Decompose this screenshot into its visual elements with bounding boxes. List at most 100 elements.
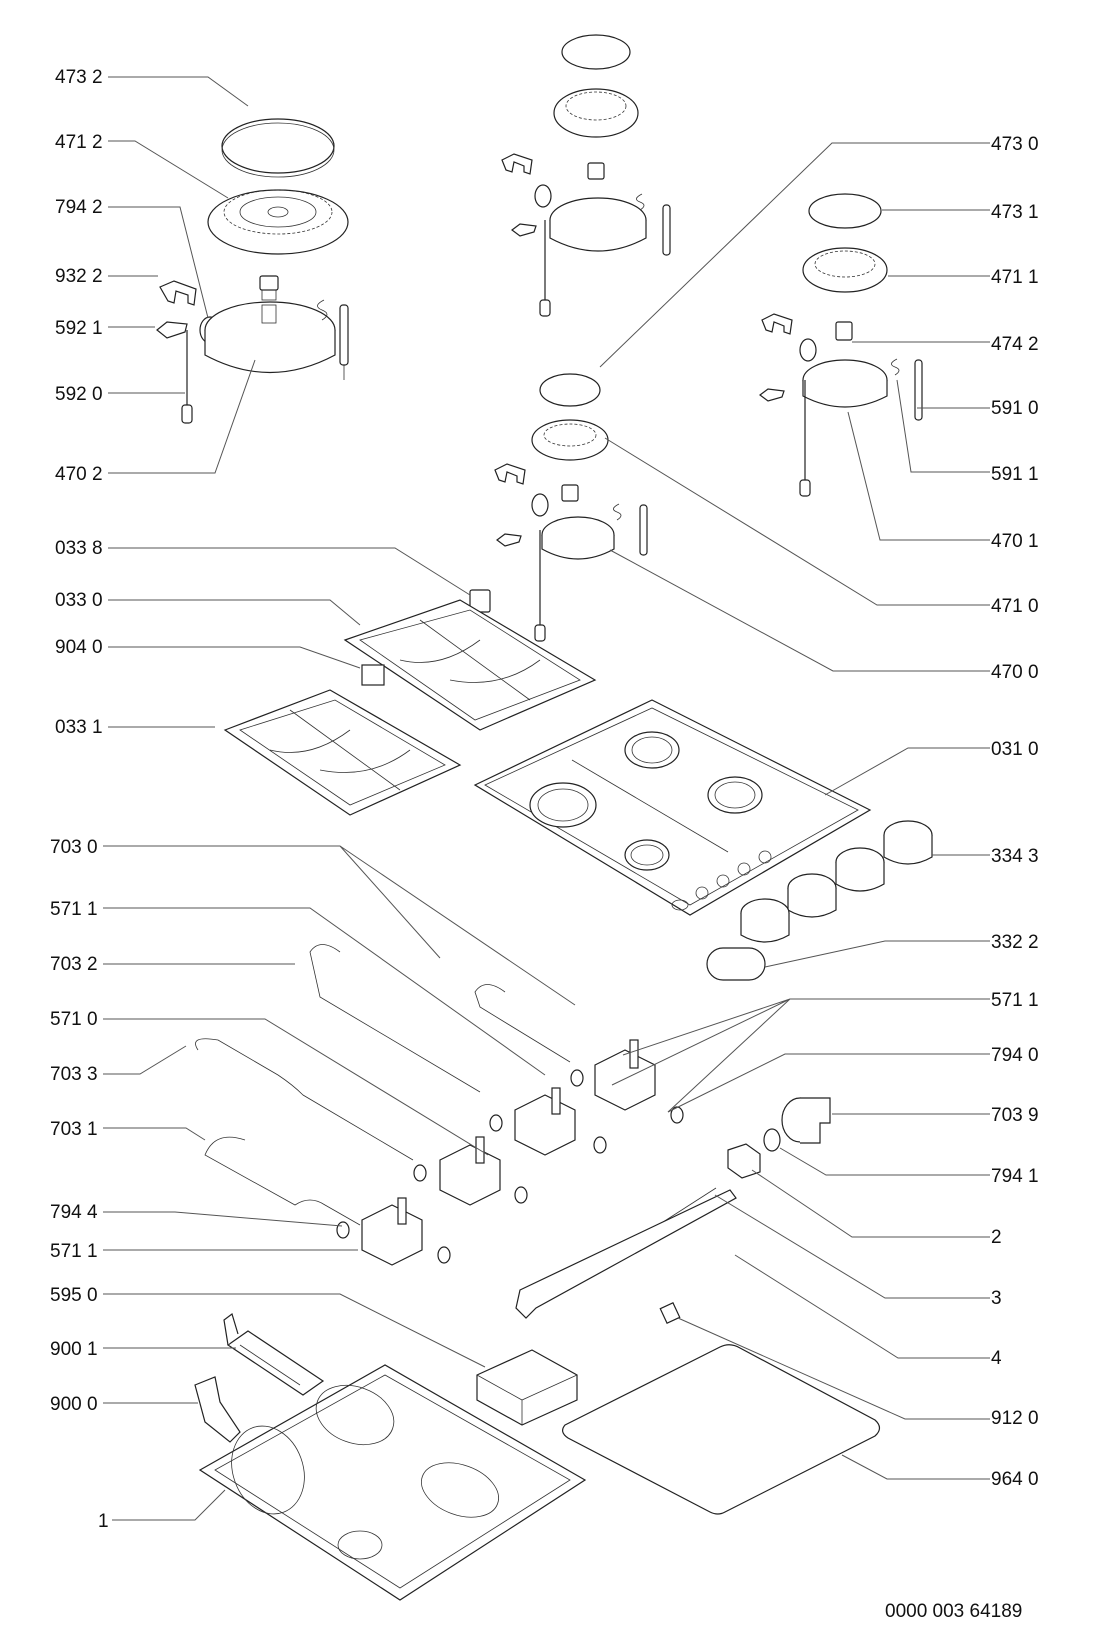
callout-703-1: 703 1 [50,1119,98,1140]
callout-794-0: 794 0 [991,1045,1039,1066]
callout-904-0: 904 0 [55,637,103,658]
callout-031-0: 031 0 [991,739,1039,760]
gas-valve [336,1197,451,1266]
callout-2: 2 [991,1227,1002,1248]
leader-line-2 [751,1169,990,1238]
leader-line-473-0 [599,142,990,368]
gas-pipe-703-2 [309,944,481,1093]
leader-line-4 [734,1254,990,1359]
rubber-pad-904-0 [361,664,385,686]
callout-470-2: 470 2 [55,464,103,485]
callout-571-1-c: 571 1 [991,990,1039,1011]
gas-pipe-703-3 [195,1038,414,1161]
bracket-900-0 [194,1376,241,1443]
callout-473-0: 473 0 [991,134,1039,155]
control-knobs-334-3 [740,820,933,943]
hob-top-031-0 [473,699,872,916]
callout-703-9: 703 9 [991,1105,1039,1126]
gas-pipe-703-0 [474,984,571,1063]
callout-474-2: 474 2 [991,334,1039,355]
burner-assembly-2 [156,118,349,424]
callout-334-3: 334 3 [991,846,1039,867]
callout-794-4: 794 4 [50,1202,98,1223]
leader-line-473-2 [108,76,249,107]
callout-3: 3 [991,1288,1002,1309]
ignition-module-595-0 [476,1349,578,1426]
burner-crown-471-2 [207,189,349,255]
callout-591-0: 591 0 [991,398,1039,419]
callout-703-2: 703 2 [50,954,98,975]
leader-line-964-0 [841,1454,990,1480]
screw-912-0 [659,1301,681,1325]
callout-900-0: 900 0 [50,1394,98,1415]
leader-line-912-0 [677,1317,990,1420]
bracket-900-1 [223,1313,325,1396]
callout-332-2: 332 2 [991,932,1039,953]
callout-592-0: 592 0 [55,384,103,405]
callout-473-2: 473 2 [55,67,103,88]
callout-1: 1 [98,1511,109,1532]
callout-794-1: 794 1 [991,1166,1039,1187]
gas-valve [413,1136,528,1206]
gas-valve [489,1087,607,1156]
burner-assembly-top-center [501,34,671,317]
callout-703-0: 703 0 [50,837,98,858]
callout-473-1: 473 1 [991,202,1039,223]
callout-471-0: 471 0 [991,596,1039,617]
leader-lines [103,76,990,1521]
callout-912-0: 912 0 [991,1408,1039,1429]
gas-pipe-703-1 [204,1136,361,1226]
right-callouts: 473 0 473 1 471 1 474 2 591 0 591 1 470 … [991,134,1039,1490]
leader-line-794-0 [667,1053,990,1113]
clip-932-2 [159,280,197,306]
leader-line-471-2 [108,140,229,199]
leader-line-904-0 [108,646,361,669]
manifold-bar-4 [515,1189,737,1319]
callout-591-1: 591 1 [991,464,1039,485]
leader-line-794-1 [779,1147,990,1176]
pan-support-033-1 [223,689,462,816]
bottom-tray-1 [198,1364,587,1601]
callout-470-0: 470 0 [991,662,1039,683]
leader-line-033-8 [108,547,471,596]
leader-line-471-0 [604,437,990,606]
leader-line-470-1 [847,411,990,541]
leader-line-1 [112,1489,226,1521]
left-callouts: 473 2 471 2 794 2 932 2 592 1 592 0 470 … [50,67,109,1532]
callout-592-1: 592 1 [55,318,103,339]
leader-line-703-3 [103,1045,187,1075]
parts-layer [156,34,933,1601]
leader-line-033-0 [108,599,361,626]
callout-470-1: 470 1 [991,531,1039,552]
callout-471-2: 471 2 [55,132,103,153]
gas-pipes [195,944,571,1226]
leader-line-571-1a [103,907,546,1076]
callout-703-3: 703 3 [50,1064,98,1085]
callout-571-1-b: 571 1 [50,1241,98,1262]
leader-line-794-4 [103,1211,343,1227]
callout-571-0: 571 0 [50,1009,98,1030]
leader-line-794-2 [108,206,209,319]
ignition-button-332-2 [706,947,766,981]
burner-base-470-2 [204,301,336,374]
leader-line-332-2 [764,940,990,968]
leader-line-470-0 [609,549,990,672]
callout-932-2: 932 2 [55,266,103,287]
ignition-electrode [339,304,349,380]
burner-assembly-1 [759,193,923,497]
callout-471-1: 471 1 [991,267,1039,288]
leader-line-595-0 [103,1293,486,1368]
leader-line-031-0 [824,747,990,796]
leader-line-703-0 [103,845,576,1006]
leader-line-703-1 [103,1127,206,1141]
inlet-elbow-703-9 [781,1097,831,1144]
ignition-spring [317,299,328,321]
leader-line-571-0 [103,1018,489,1156]
nut-2 [727,1143,761,1179]
document-number: 0000 003 64189 [885,1601,1022,1622]
gas-valve [570,1039,684,1124]
seal-frame-964-0 [562,1344,881,1515]
callout-571-1-a: 571 1 [50,899,98,920]
callout-595-0: 595 0 [50,1285,98,1306]
